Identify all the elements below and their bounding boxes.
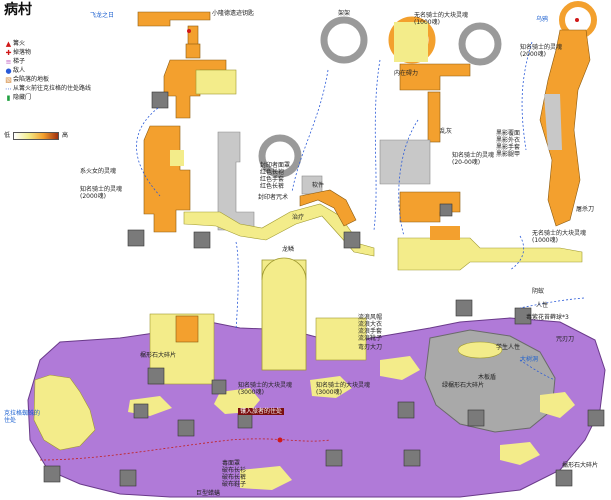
ladder-icon: ≡	[5, 58, 12, 66]
enemy-icon: ●	[5, 67, 12, 75]
legend-item-door: ▮ 隐藏门	[4, 94, 91, 102]
label-giant-set: 毒面罩 破布长衫 破布长裤 破布鞋子	[222, 460, 247, 488]
drop-icon: ✚	[5, 49, 12, 57]
gradient-high-label: 高	[62, 132, 69, 139]
label-left-route: 克拉格蜘蛛的 住处	[4, 410, 41, 424]
right-tower	[539, 1, 597, 227]
label-mage-blade: 咒刃刀	[556, 336, 575, 343]
legend-item-bonfire: ▲ 篝火	[4, 40, 91, 48]
label-knife: 弯刃大刀	[358, 344, 383, 351]
bonfire-icon: ▲	[5, 40, 12, 48]
label-knight-soul-top: 知名骑士的灵魂 (2000魂)	[520, 44, 563, 58]
label-heal: 治疗	[292, 214, 305, 221]
legend-item-ladder: ≡ 梯子	[4, 58, 91, 66]
legend-label: 会陷落的地板	[13, 76, 50, 83]
legend-label: 敌人	[13, 67, 26, 74]
label-nameless-soul-1: 无名骑士的大块灵魂 (1000魂)	[414, 12, 469, 26]
route-icon: ⋯	[5, 85, 12, 93]
label-green-shard: 绿榍形石大碎片	[442, 382, 485, 389]
label-knight-soul-3000a: 知名骑士的大块灵魂 (3000魂)	[238, 382, 293, 396]
label-shard-bottom: 巨型蜡蟮	[196, 490, 221, 497]
upper-right-structures	[320, 16, 583, 271]
legend-item-route: ⋯ 从篝火前往克拉格的住处路线	[4, 85, 91, 93]
label-rusty-set: 流浪风帽 流浪大衣 流浪手套 流浪靴子	[358, 314, 383, 342]
legend-gradient: 低 高	[4, 132, 91, 140]
label-knight-soul-3000b: 知名骑士的大块灵魂 (3000魂)	[316, 382, 371, 396]
label-sorcery: 封印者咒术	[258, 194, 289, 201]
label-hunting-knife: 屠杀刀	[576, 206, 595, 213]
legend-label: 从篝火前往克拉格的住处路线	[13, 85, 92, 92]
label-girl-soul: 系火女的灵魂	[80, 168, 117, 175]
stone-blocks	[43, 91, 605, 487]
legend-label: 梯子	[13, 58, 26, 65]
label-net: 阴蚁	[532, 288, 545, 295]
map-title: 病村	[4, 2, 32, 18]
label-knight-soul-mid: 知名骑士的灵魂 (20-00魂)	[452, 152, 495, 166]
label-feilong: 飞龙之日	[90, 12, 115, 19]
label-inner-tunnel: 内在碍力	[394, 70, 419, 77]
label-shard-right: 榍形石大碎片	[562, 462, 599, 469]
upper-left-structures	[137, 11, 237, 233]
label-humanity: 人性	[536, 302, 549, 309]
label-wood-plate: 木板盾	[478, 374, 497, 381]
middle-walkway	[183, 189, 375, 257]
label-knight-soul-left: 知名骑士的灵魂 (2000魂)	[80, 186, 123, 200]
legend-label: 隐藏门	[13, 94, 32, 101]
door-icon: ▮	[6, 94, 11, 102]
label-dragon: 龙鳞	[282, 246, 295, 253]
collapse-icon: ▧	[5, 76, 12, 84]
legend: ▲ 篝火 ✚ 掉落物 ≡ 梯子 ● 敌人 ▧ 会陷落的地板 ⋯ 从篝火前往克拉格…	[4, 40, 91, 141]
label-shard: 榍形石大碎片	[140, 352, 177, 359]
middle-gray-structures	[217, 131, 323, 231]
label-humanity-2: 学生人性	[496, 344, 521, 351]
label-shelf: 架架	[338, 10, 351, 17]
label-xiaojing: 乌鸦	[536, 16, 549, 23]
legend-label: 掉落物	[13, 49, 32, 56]
legend-label: 篝火	[13, 40, 26, 47]
label-red-set: 封印者面罩 红色长袍 红色手套 红色长裤	[260, 162, 291, 190]
label-luan-hui: 乱灰	[440, 128, 453, 135]
gradient-low-label: 低	[4, 132, 11, 139]
label-soft-stone: 软件	[312, 182, 325, 189]
label-black-set: 黑影覆面 黑影外衣 黑影手套 黑影腿甲	[496, 130, 521, 158]
route-lines	[136, 41, 585, 381]
markers	[187, 18, 579, 443]
label-nameless-soul-2: 无名骑士的大块灵魂 (1000魂)	[532, 230, 587, 244]
label-plague: 毒紫花苔藓球*3	[526, 314, 569, 321]
label-key: 小隆德遗迹钥匙	[212, 10, 255, 17]
gradient-bar	[13, 132, 60, 140]
legend-item-drop: ✚ 掉落物	[4, 49, 91, 57]
red-route	[39, 438, 331, 461]
legend-item-enemy: ● 敌人	[4, 67, 91, 75]
legend-item-collapse: ▧ 会陷落的地板	[4, 76, 91, 84]
label-big-tree: 大树洞	[520, 356, 539, 363]
label-bandit: 镶入旅者的住处	[238, 408, 285, 415]
